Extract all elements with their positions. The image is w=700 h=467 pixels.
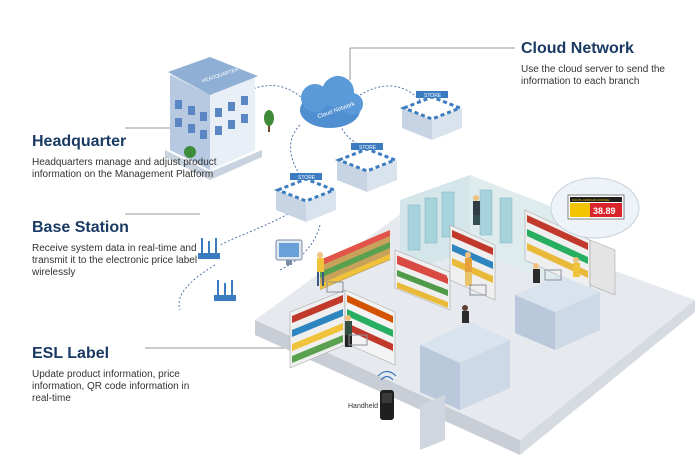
cloud-to-store-left (290, 124, 301, 176)
cloud-icon: Cloud Network (300, 76, 363, 128)
checkout-counters (420, 275, 600, 450)
cloud-network-description: Use the cloud server to send the informa… (521, 64, 665, 87)
hq-tree-left (184, 146, 196, 158)
cloud-to-store-mid (339, 124, 361, 146)
store-branch-left: STORE (273, 173, 339, 222)
store-sign-right: STORE (424, 93, 442, 99)
shopper-figures (317, 195, 580, 347)
cloud-network-block: Cloud Network Use the cloud server to se… (521, 40, 696, 88)
hq-tree-right (264, 110, 274, 132)
hq-to-cloud-dash (249, 85, 306, 101)
shopping-carts (326, 269, 562, 346)
headquarter-title: Headquarter (32, 133, 127, 150)
store-branch-right: STORE (399, 91, 465, 140)
esl-label-description: Update product information, price inform… (32, 369, 190, 404)
headquarter-description: Headquarters manage and adjust product i… (32, 157, 217, 180)
base-station-icon-lower (214, 280, 236, 301)
store-sign-left: STORE (298, 175, 316, 181)
monitor-icon (275, 239, 303, 265)
shelf-left-back (320, 230, 390, 290)
esl-label-block: ESL Label Update product information, pr… (32, 345, 197, 405)
store-sign-mid: STORE (359, 145, 377, 151)
store-base-dash (279, 224, 321, 271)
esl-product-text: SOUTH AFRICAN COFFEE (572, 198, 609, 202)
base-station-description: Receive system data in real-time and tra… (32, 243, 198, 278)
handheld-device: Handheld (348, 370, 397, 420)
headquarter-block: Headquarter Headquarters manage and adju… (32, 133, 222, 181)
base-station-title: Base Station (32, 219, 129, 236)
shelf-right-1 (449, 224, 496, 301)
shelf-front-left (289, 289, 346, 369)
base-station-icon-upper (198, 238, 220, 259)
store-branch-mid: STORE (334, 143, 400, 192)
handheld-label: Handheld (348, 403, 378, 410)
shelf-center (394, 249, 451, 311)
base-station-block: Base Station Receive system data in real… (32, 219, 207, 279)
esl-label-popup: SOUTH AFRICAN COFFEE 38.89 (550, 177, 640, 239)
esl-label-title: ESL Label (32, 345, 110, 362)
shelf-right-3 (589, 239, 616, 296)
cloud-network-title: Cloud Network (521, 40, 634, 57)
esl-price-text: 38.89 (593, 206, 616, 216)
cloud-to-store-right (359, 85, 421, 101)
shelf-units (289, 209, 616, 369)
base-to-esl-dash (178, 264, 216, 311)
headquarter-building: HEADQUARTER (165, 57, 274, 180)
